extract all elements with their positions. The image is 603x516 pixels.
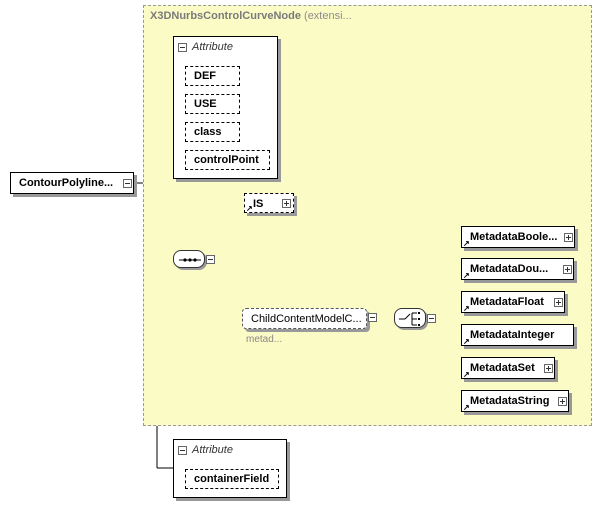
attribute-class[interactable]: class — [185, 122, 240, 142]
attribute-controlpoint[interactable]: controlPoint — [185, 150, 270, 170]
extension-title: X3DNurbsControlCurveNode (extensi... — [150, 10, 352, 22]
attribute-group-header: Attribute — [192, 444, 233, 456]
attribute-group-header: Attribute — [192, 41, 233, 53]
expand-icon[interactable] — [554, 298, 563, 307]
is-element-label: IS — [253, 198, 264, 210]
metadata-double-label: MetadataDou... — [470, 263, 549, 275]
extension-name: X3DNurbsControlCurveNode — [150, 10, 301, 22]
reference-arrow-icon: ↗ — [463, 304, 470, 313]
child-content-model-group[interactable]: ChildContentModelC... — [242, 308, 367, 329]
metadata-float-element[interactable]: ↗ MetadataFloat — [461, 291, 565, 313]
child-content-model-label: ChildContentModelC... — [251, 313, 362, 325]
sequence-icon — [179, 258, 201, 262]
metadata-string-label: MetadataString — [470, 395, 550, 407]
reference-arrow-icon: ↗ — [463, 337, 470, 346]
choice-icon — [399, 312, 420, 326]
collapse-icon[interactable] — [427, 314, 436, 323]
attribute-def[interactable]: DEF — [185, 66, 240, 86]
expand-icon[interactable] — [564, 233, 573, 242]
reference-arrow-icon: ↗ — [463, 271, 470, 280]
is-element[interactable]: ↗ IS — [244, 193, 294, 213]
child-group-note: metad... — [246, 334, 283, 345]
attribute-group-bottom: Attribute containerField — [173, 439, 287, 498]
metadata-set-label: MetadataSet — [470, 362, 535, 374]
collapse-icon[interactable] — [206, 255, 215, 264]
attribute-use[interactable]: USE — [185, 94, 240, 114]
choice-compositor[interactable] — [394, 308, 426, 328]
collapse-icon[interactable] — [123, 179, 132, 188]
metadata-integer-element[interactable]: ↗ MetadataInteger — [461, 324, 574, 346]
expand-icon[interactable] — [563, 265, 572, 274]
expand-icon[interactable] — [282, 199, 291, 208]
metadata-set-element[interactable]: ↗ MetadataSet — [461, 357, 555, 379]
reference-arrow-icon: ↗ — [463, 239, 470, 248]
sequence-compositor[interactable] — [173, 250, 205, 268]
reference-arrow-icon: ↗ — [246, 204, 253, 213]
expand-icon[interactable] — [544, 364, 553, 373]
collapse-icon[interactable] — [178, 446, 187, 455]
root-element[interactable]: ContourPolyline... — [10, 172, 134, 194]
attribute-group-top: Attribute DEF USE class controlPoint — [173, 36, 278, 179]
reference-arrow-icon: ↗ — [463, 370, 470, 379]
collapse-icon[interactable] — [178, 43, 187, 52]
reference-arrow-icon: ↗ — [463, 403, 470, 412]
root-element-label: ContourPolyline... — [19, 177, 114, 189]
metadata-boolean-label: MetadataBoole... — [470, 231, 558, 243]
metadata-double-element[interactable]: ↗ MetadataDou... — [461, 258, 574, 280]
metadata-boolean-element[interactable]: ↗ MetadataBoole... — [461, 226, 575, 248]
metadata-string-element[interactable]: ↗ MetadataString — [461, 390, 569, 412]
attribute-containerfield[interactable]: containerField — [185, 469, 279, 489]
expand-icon[interactable] — [558, 397, 567, 406]
metadata-integer-label: MetadataInteger — [470, 329, 555, 341]
collapse-icon[interactable] — [368, 313, 377, 322]
extension-suffix: (extensi... — [304, 10, 352, 22]
metadata-float-label: MetadataFloat — [470, 296, 544, 308]
